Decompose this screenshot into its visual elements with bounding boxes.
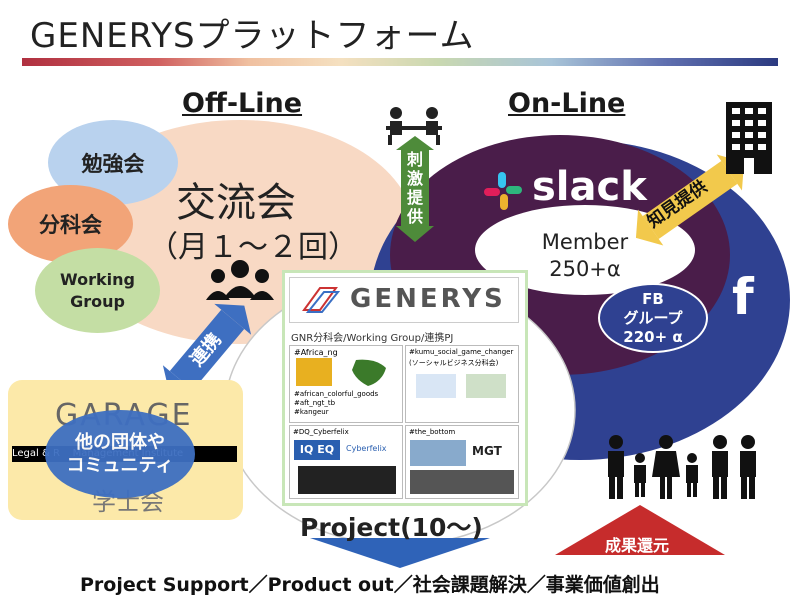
project-arrow bbox=[310, 538, 490, 568]
building-icon bbox=[726, 102, 772, 174]
slack-icon bbox=[484, 172, 522, 210]
meeting-icon bbox=[386, 107, 442, 145]
title-divider bbox=[22, 58, 778, 66]
other-communities-bubble: 他の団体や コミュニティ bbox=[45, 410, 195, 498]
frequency-label: （月１～２回） bbox=[148, 230, 358, 265]
kumu-photo-thumbnail bbox=[466, 374, 506, 398]
study-group-bubble: 勉強会 bbox=[48, 120, 178, 205]
online-heading: On-Line bbox=[508, 88, 626, 119]
project-label: Project(10～) bbox=[300, 513, 483, 542]
project-bottom: #the_bottom MGT bbox=[405, 425, 519, 499]
stimulus-arrow-label: 刺 激 提 供 bbox=[406, 150, 423, 226]
family-icon bbox=[608, 435, 756, 499]
bottom-video-grid bbox=[410, 470, 514, 494]
project-kumu-title: #kumu_social_game_changer bbox=[409, 348, 514, 356]
iqeq-logo: IQ EQ bbox=[294, 440, 340, 460]
page-title: GENERYSプラットフォーム bbox=[30, 16, 475, 56]
fb-group-badge: FB グループ 220+ α bbox=[598, 283, 708, 353]
generys-logo-text: GENERYS bbox=[350, 284, 506, 314]
bottom-photo bbox=[410, 440, 466, 466]
facebook-icon: f bbox=[732, 268, 754, 326]
footer-text: Project Support／Product out／社会課題解決／事業価値創… bbox=[80, 574, 660, 596]
project-cyberfelix: #DQ_Cyberfelix IQ EQ Cyberfelix bbox=[289, 425, 403, 499]
member-count: Member 250+α bbox=[541, 230, 629, 281]
kumu-slide-thumbnail bbox=[416, 374, 456, 398]
project-cyberfelix-title: #DQ_Cyberfelix bbox=[293, 428, 349, 436]
project-bottom-title: #the_bottom bbox=[409, 428, 456, 436]
result-triangle bbox=[555, 505, 725, 555]
mgt-logo: MGT bbox=[472, 444, 502, 458]
cyberfelix-logo: Cyberfelix bbox=[346, 444, 387, 453]
result-label: 成果還元 bbox=[605, 536, 670, 555]
exchange-meeting-label: 交流会 bbox=[176, 180, 296, 226]
working-group-bubble: Working Group bbox=[35, 248, 160, 333]
project-africa: #Africa_ng #african_colorful_goods #aft_… bbox=[289, 345, 403, 423]
generys-mark-icon bbox=[302, 287, 340, 313]
project-card: GENERYS GNR分科会/Working Group/連携PJ #Afric… bbox=[282, 270, 528, 506]
offline-heading: Off-Line bbox=[182, 88, 303, 119]
project-kumu: #kumu_social_game_changer (ソーシャルビジネス分科会) bbox=[405, 345, 519, 423]
africa-map-icon bbox=[296, 358, 386, 386]
cyberfelix-screenshot bbox=[298, 466, 396, 494]
people-icon bbox=[206, 260, 274, 300]
project-africa-title: #Africa_ng bbox=[294, 348, 338, 357]
generys-logo-box: GENERYS bbox=[289, 277, 519, 323]
slack-wordmark: slack bbox=[532, 164, 647, 210]
project-kumu-subtitle: (ソーシャルビジネス分科会) bbox=[409, 359, 499, 367]
card-subtitle: GNR分科会/Working Group/連携PJ bbox=[291, 333, 454, 344]
subcommittee-bubble: 分科会 bbox=[8, 185, 133, 263]
project-africa-tags: #african_colorful_goods #aft_ngt_tb #kan… bbox=[294, 390, 379, 416]
